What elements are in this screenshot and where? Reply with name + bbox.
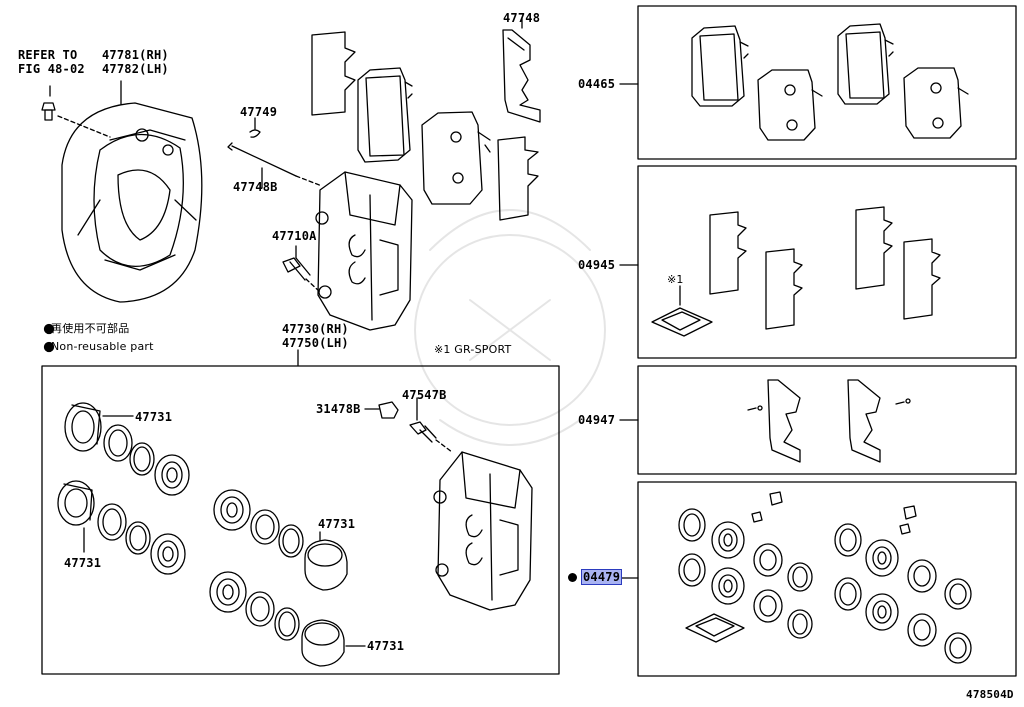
part-47781-rh[interactable]: 47781(RH): [102, 48, 169, 62]
box-04945: [637, 165, 1017, 359]
cap-drawing: [364, 401, 399, 419]
watermark: [414, 209, 606, 446]
pad-a-drawing: [357, 67, 413, 163]
part-04479-highlight: 04479: [580, 569, 623, 585]
part-47750-lh[interactable]: 47750(LH): [282, 336, 349, 350]
bleeder-bolt-drawing: [282, 257, 321, 293]
piston-set-middle-lower: [209, 571, 345, 667]
shim-b-drawing: [497, 136, 539, 221]
figure-id: 478504D: [966, 688, 1014, 701]
non-reusable-dot-icon: [568, 573, 577, 582]
caliper-kit-box: [41, 365, 560, 675]
box-04947: [637, 365, 1017, 475]
part-47730-rh[interactable]: 47730(RH): [282, 322, 349, 336]
legend-non-reusable-en: Non-reusable part: [51, 340, 154, 353]
lower-caliper-drawing: [433, 451, 533, 611]
shim-kit-04945-drawing: [651, 206, 941, 337]
anti-rattle-spring-drawing: [502, 17, 541, 123]
part-04465[interactable]: 04465: [578, 77, 616, 91]
part-47731-d[interactable]: 47731: [367, 639, 405, 653]
bleeder-screw-drawing: [409, 397, 453, 453]
part-04945[interactable]: 04945: [578, 258, 616, 272]
seal-kit-04479-drawing: [678, 491, 972, 664]
mark-1-note: ※1: [667, 273, 684, 286]
piston-set-left-lower: [57, 480, 186, 575]
part-47731-c[interactable]: 47731: [318, 517, 356, 531]
part-47710a[interactable]: 47710A: [272, 229, 317, 243]
part-47731-b[interactable]: 47731: [64, 556, 102, 570]
part-47748b[interactable]: 47748B: [233, 180, 278, 194]
box-04479: [637, 481, 1017, 677]
part-04479[interactable]: 04479: [568, 569, 623, 585]
gr-sport-note: ※1 GR-SPORT: [434, 343, 512, 356]
piston-set-middle-upper: [213, 489, 348, 591]
shield-bolt-drawing: [41, 102, 111, 138]
part-04947[interactable]: 04947: [578, 413, 616, 427]
part-31478b[interactable]: 31478B: [316, 402, 361, 416]
pad-b-drawing: [421, 111, 491, 205]
part-47782-lh[interactable]: 47782(LH): [102, 62, 169, 76]
piston-set-left-upper: [64, 402, 190, 496]
part-47731-a[interactable]: 47731: [135, 410, 173, 424]
refer-to-label: REFER TO: [18, 48, 78, 62]
refer-fig-link[interactable]: FIG 48-02: [18, 62, 85, 76]
upper-caliper-drawing: [315, 171, 413, 331]
pad-kit-04465-drawing: [691, 23, 969, 141]
legend-non-reusable-jp: 再使用不可部品: [51, 322, 130, 335]
part-47748[interactable]: 47748: [503, 11, 541, 25]
box-04465: [637, 5, 1017, 160]
shim-drawing: [311, 31, 356, 116]
dust-shield-drawing: [61, 102, 203, 303]
part-47547b[interactable]: 47547B: [402, 388, 447, 402]
part-47749[interactable]: 47749: [240, 105, 278, 119]
spring-kit-04947-drawing: [747, 379, 911, 463]
